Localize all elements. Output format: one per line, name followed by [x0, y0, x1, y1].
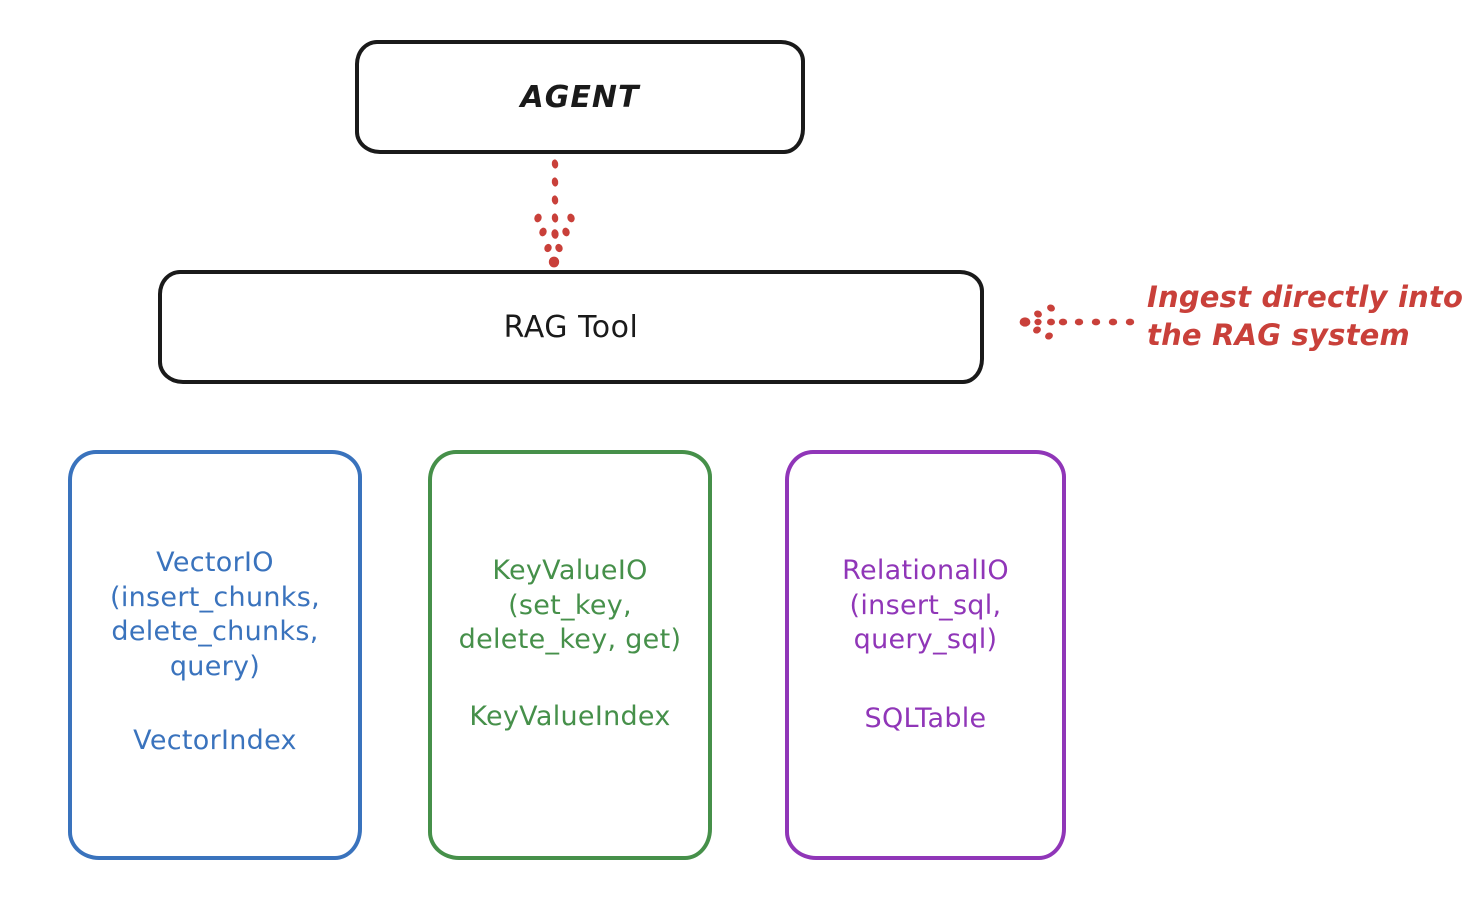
keyvalue-io-node: KeyValueIO (set_key, delete_key, get) Ke…: [428, 450, 712, 860]
agent-label: AGENT: [520, 79, 640, 115]
vector-index-label: VectorIndex: [133, 725, 297, 757]
ingest-annotation-text: Ingest directly into the RAG system: [1147, 280, 1464, 353]
keyvalue-index-label: KeyValueIndex: [469, 700, 671, 732]
agent-to-rag-tool-arrow: [534, 159, 575, 268]
keyvalue-io-api-label: KeyValueIO (set_key, delete_key, get): [458, 555, 682, 656]
ingest-to-rag-tool-arrow: [1019, 304, 1135, 340]
relational-io-node: RelationalIO (insert_sql, query_sql) SQL…: [785, 450, 1066, 860]
agent-node: AGENT: [355, 40, 805, 154]
relational-io-api-label: RelationalIO (insert_sql, query_sql): [842, 555, 1009, 656]
rag-tool-node: RAG Tool: [158, 270, 984, 384]
vector-io-api-label: VectorIO (insert_chunks, delete_chunks, …: [110, 547, 320, 682]
rag-tool-label: RAG Tool: [503, 309, 639, 345]
sql-table-label: SQLTable: [864, 702, 987, 734]
vector-io-node: VectorIO (insert_chunks, delete_chunks, …: [68, 450, 362, 860]
